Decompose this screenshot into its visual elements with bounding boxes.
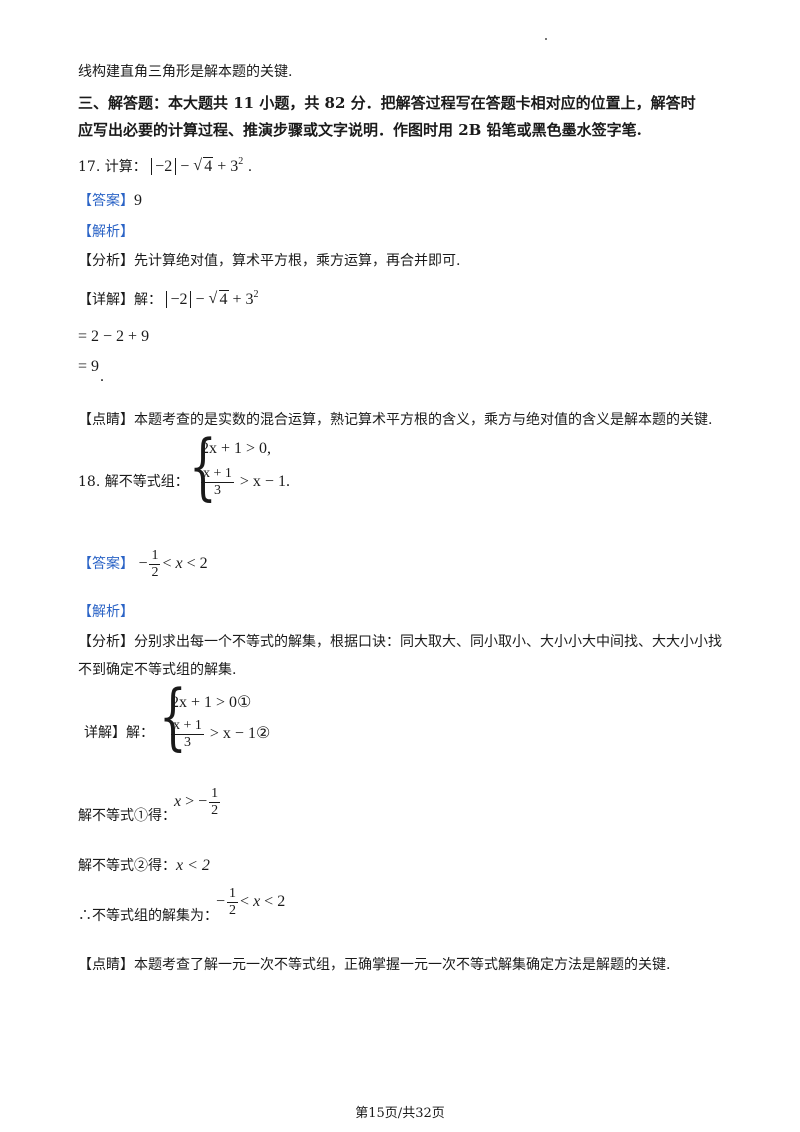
q18-conclusion-text: ∴不等式组的解集为： [78, 908, 218, 924]
page-footer: 第15页/共32页 [355, 1106, 445, 1121]
q17-comment-label: 【点睛】 [78, 412, 134, 428]
q17-detail-text: 解： [134, 292, 162, 308]
q17-fenxi-text: 先计算绝对值，算术平方根，乘方运算，再合并即可. [134, 253, 461, 269]
q17-comment: 【点睛】本题考查的是实数的混合运算，熟记算术平方根的含义，乘方与绝对值的含义是解… [78, 410, 712, 430]
q17-answer: 【答案】9 [78, 191, 142, 211]
section-heading-line1: 三、解答题：本大题共 11 小题，共 82 分．把解答过程写在答题卡相对应的位置… [78, 94, 696, 112]
q17-period: . [247, 159, 253, 175]
q17-step2-period: . [100, 368, 104, 385]
q18-comment-label: 【点睛】 [78, 957, 134, 973]
q18-fenxi-label: 【分析】 [78, 634, 134, 650]
q17-answer-value: 9 [134, 192, 142, 209]
q17-expression: −2 − 4 + 32 [151, 156, 243, 176]
q17-detail-expression: −2 − 4 + 32 [166, 289, 259, 309]
q17-fenxi: 【分析】先计算绝对值，算术平方根，乘方运算，再合并即可. [78, 251, 460, 271]
q18-answer-label: 【答案】 [78, 556, 134, 573]
q17-fenxi-label: 【分析】 [78, 253, 134, 269]
q17-detail-label: 【详解】 [78, 292, 134, 308]
q18-fenxi-line2: 不到确定不等式组的解集. [78, 662, 237, 678]
q18-fenxi-line1: 【分析】分别求出每一个不等式的解集，根据口诀：同大取大、同小取小、大小小大中间找… [78, 632, 722, 652]
q18-ineq2-tail: > x − 1. [239, 473, 290, 491]
q18-system-brace: { [189, 424, 217, 508]
q17-answer-label: 【答案】 [78, 193, 134, 209]
q18-detail-ineq2-tail: > x − 1② [209, 725, 271, 743]
q17-prompt: 17. 计算： −2 − 4 + 32 . [78, 152, 252, 177]
q18-detail-ineq1: 2x + 1 > 0① [171, 694, 252, 711]
q17-prompt-text: 17. 计算： [78, 159, 147, 175]
q17-detail: 【详解】解： −2 − 4 + 32 [78, 285, 259, 310]
q17-step2: = 9 [78, 358, 100, 375]
q18-comment: 【点睛】本题考查了解一元一次不等式组，正确掌握一元一次不等式解集确定方法是解题的… [78, 955, 670, 975]
q18-solve2-text: 解不等式②得： [78, 858, 176, 874]
q18-detail-brace: { [159, 674, 187, 758]
q18-detail-text: 详解】解： [84, 725, 154, 741]
q18-analysis-label: 【解析】 [78, 604, 134, 620]
q17-comment-text: 本题考查的是实数的混合运算，熟记算术平方根的含义，乘方与绝对值的含义是解本题的关… [134, 412, 713, 428]
q18-solve1-text: 解不等式①得： [78, 808, 176, 824]
q18-fenxi-text-1: 分别求出每一个不等式的解集，根据口诀：同大取大、同小取小、大小小大中间找、大大小… [134, 634, 722, 650]
intro-line: 线构建直角三角形是解本题的关键. [78, 64, 293, 80]
q18-prompt: 18. 解不等式组： [78, 474, 189, 490]
scan-dot [545, 38, 547, 40]
q18-solve2-result: x < 2 [176, 857, 210, 874]
q17-step1: = 2 − 2 + 9 [78, 328, 150, 345]
section-heading-line2: 应写出必要的计算过程、推演步骤或文字说明．作图时用 2B 铅笔或黑色墨水签字笔. [78, 121, 642, 139]
q17-analysis-label: 【解析】 [78, 224, 134, 240]
q18-solve2: 解不等式②得：x < 2 [78, 856, 210, 876]
q18-comment-text: 本题考查了解一元一次不等式组，正确掌握一元一次不等式解集确定方法是解题的关键. [134, 957, 671, 973]
q18-ineq1: 2x + 1 > 0, [201, 440, 272, 457]
